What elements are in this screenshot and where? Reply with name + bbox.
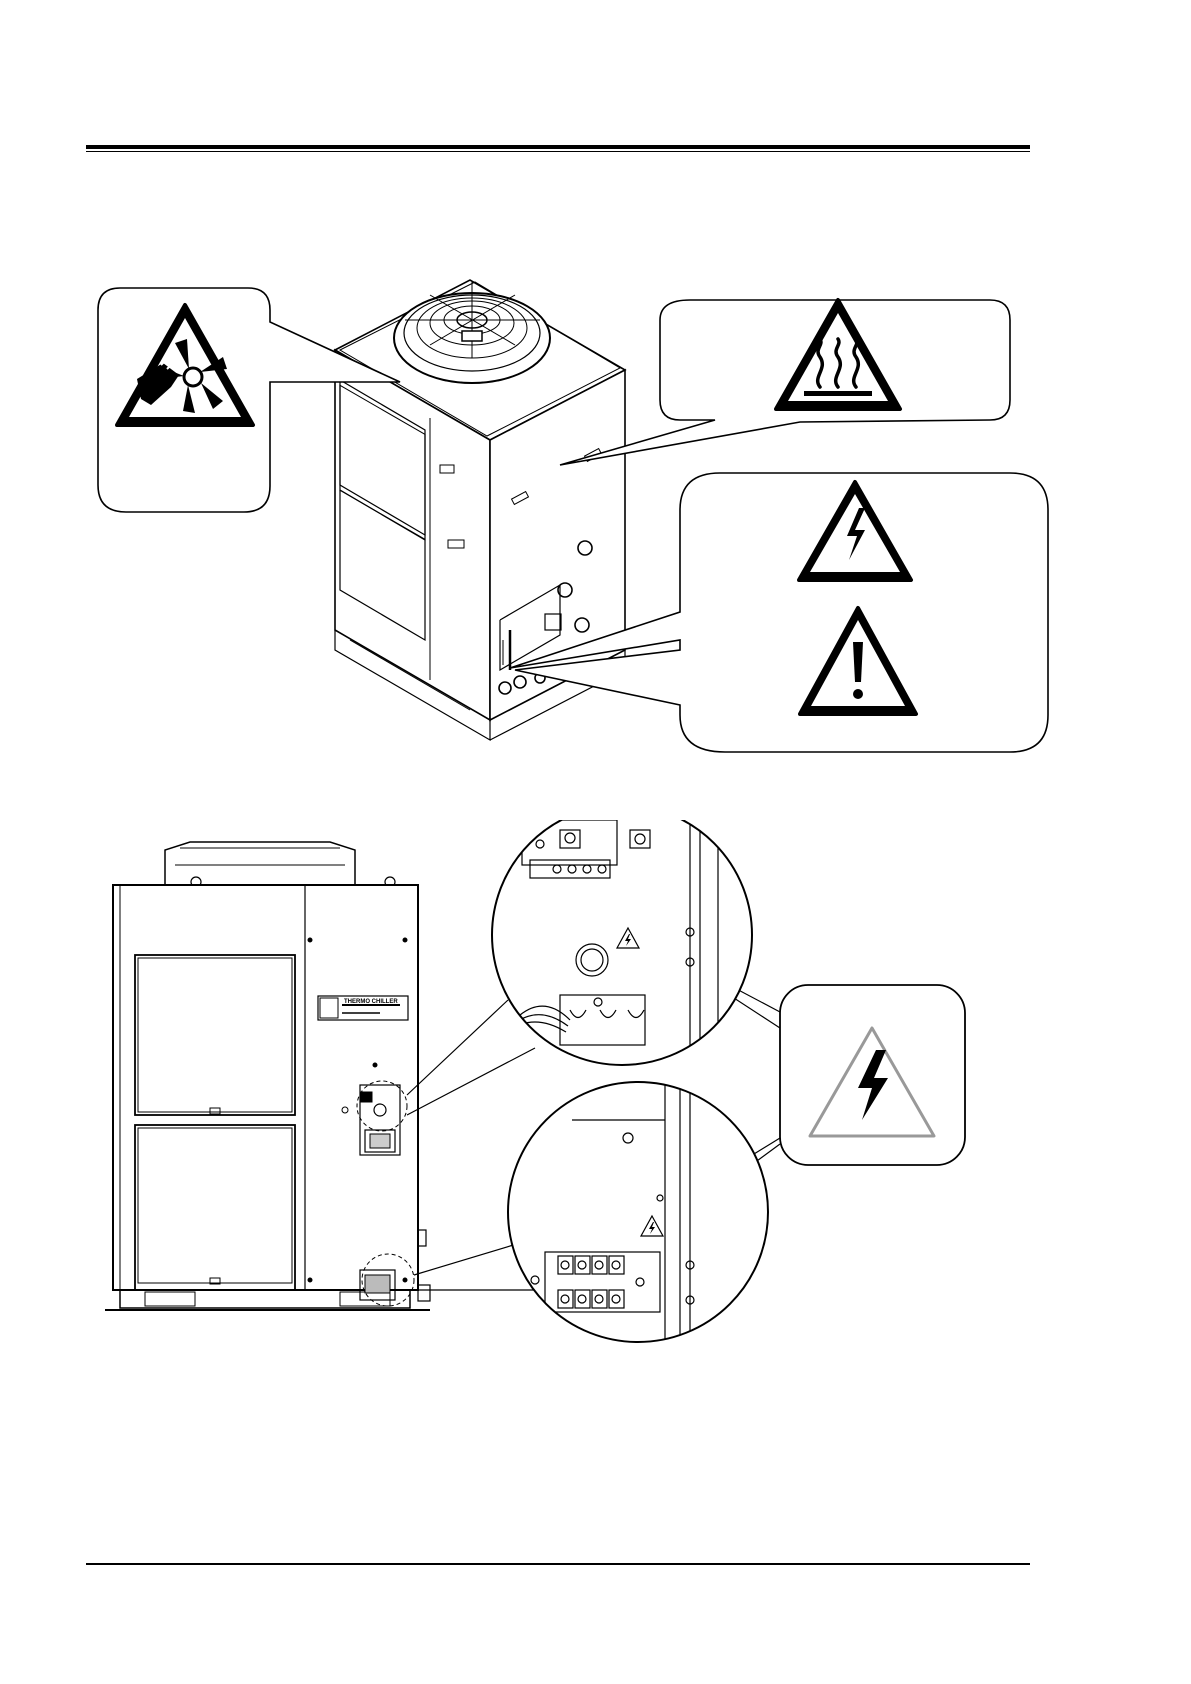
callout-hot xyxy=(560,300,1010,465)
chiller-fan xyxy=(394,282,550,383)
nameplate-text: THERMO CHILLER xyxy=(344,999,398,1005)
footer-rule xyxy=(86,1563,1030,1565)
chiller-side-view xyxy=(105,842,430,1310)
figure-top xyxy=(0,0,1191,760)
zoom-detail-lower xyxy=(508,1080,768,1342)
zoom-detail-upper xyxy=(492,820,752,1080)
figure-bottom: THERMO CHILLER xyxy=(0,820,1191,1420)
